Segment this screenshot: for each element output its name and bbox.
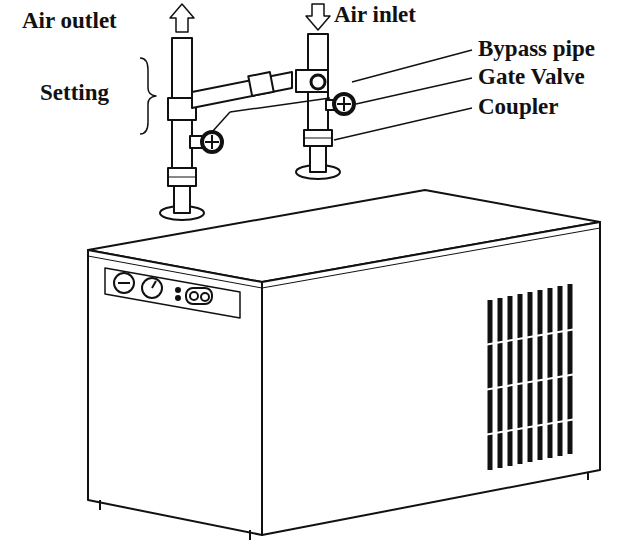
part-label: Bypass pipe bbox=[478, 36, 595, 61]
part-label: Air inlet bbox=[334, 2, 416, 27]
part-label: Air outlet bbox=[22, 8, 117, 33]
part-label: Coupler bbox=[478, 94, 559, 119]
part-label: Gate Valve bbox=[478, 64, 585, 89]
part-label: Setting bbox=[40, 80, 109, 105]
